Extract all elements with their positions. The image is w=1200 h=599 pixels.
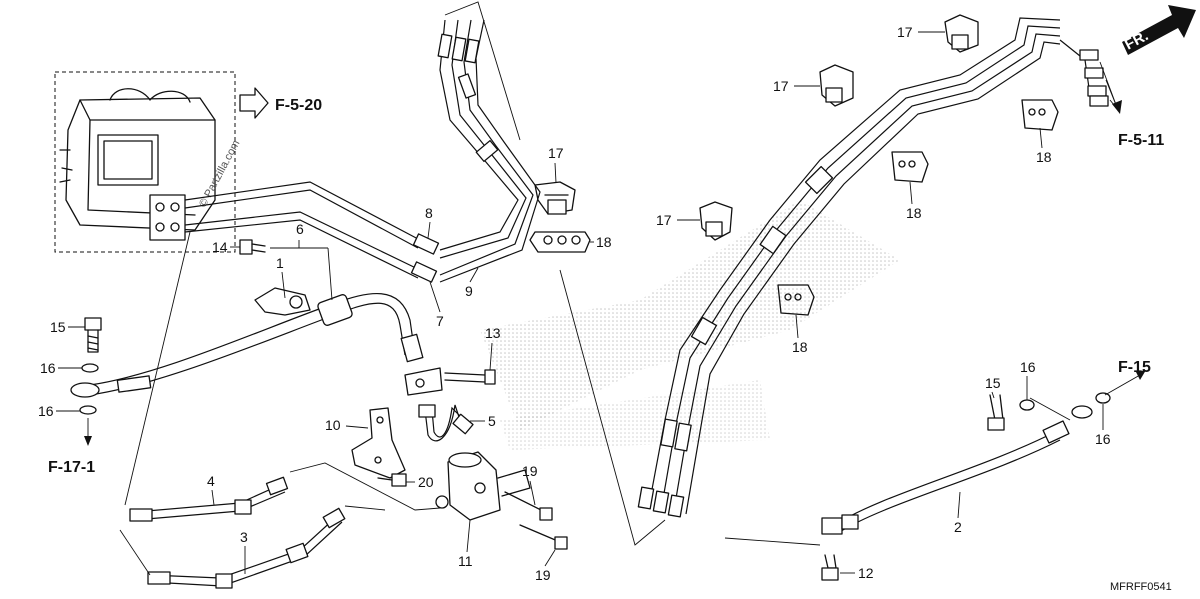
- callout-18: 18: [596, 234, 612, 250]
- arrow-head-f-17-1: [84, 436, 92, 446]
- callout-6: 6: [296, 221, 304, 237]
- callout-9: 9: [465, 283, 473, 299]
- callout-18: 18: [792, 339, 808, 355]
- bolt-12: [821, 554, 839, 581]
- delay-valve-11: [435, 451, 531, 521]
- callout-18: 18: [906, 205, 922, 221]
- upper-brake-pipes: [184, 181, 440, 283]
- callout-17: 17: [548, 145, 564, 161]
- pipe-3: [147, 507, 346, 589]
- washer-16-lower: [79, 405, 97, 415]
- clamp-17-right-a: [944, 14, 979, 53]
- clamp-1: [254, 287, 311, 316]
- pipe-4: [129, 476, 289, 522]
- callout-16: 16: [1095, 431, 1111, 447]
- clamp-18-right-a: [1021, 99, 1059, 131]
- abs-modulator-assembly: [54, 71, 236, 253]
- clamp-18-mid: [529, 231, 591, 253]
- callout-19: 19: [535, 567, 551, 583]
- callout-3: 3: [240, 529, 248, 545]
- watermark-text: © Partzilla.com: [197, 138, 242, 209]
- clamp-18-right-b: [891, 151, 929, 183]
- front-brake-hose: [70, 292, 424, 398]
- callouts: 1 2 3 4 5 6 7 8 9 10 11 12 13 14 15 16 1…: [38, 24, 1111, 583]
- clamp-17-right-c: [699, 201, 733, 241]
- washer-16-right-a: [1019, 399, 1035, 411]
- pipe-5: [418, 404, 474, 442]
- callout-11: 11: [458, 553, 473, 569]
- callout-12: 12: [858, 565, 874, 581]
- bolt-19-upper: [504, 491, 553, 521]
- callout-7: 7: [436, 313, 444, 329]
- joint-bracket-13: [404, 367, 496, 396]
- ref-f-15: F-15: [1118, 359, 1151, 376]
- bolt-19-lower: [519, 524, 568, 550]
- callout-15: 15: [50, 319, 66, 335]
- callout-20: 20: [418, 474, 434, 490]
- callout-1: 1: [276, 255, 284, 271]
- callout-17: 17: [773, 78, 789, 94]
- clamp-17-mid: [534, 181, 576, 215]
- stipple-watermark: [480, 200, 900, 450]
- callout-16: 16: [38, 403, 54, 419]
- leader-rear-hose: [724, 537, 821, 546]
- leader-bundle-top: [444, 1, 521, 141]
- ref-f-5-20: F-5-20: [275, 97, 322, 114]
- callout-15: 15: [985, 375, 1001, 391]
- washer-16-upper: [81, 363, 99, 373]
- ref-arrow-f-5-20: [239, 87, 269, 119]
- callout-5: 5: [488, 413, 496, 429]
- callout-16: 16: [1020, 359, 1036, 375]
- clamp-18-right-c: [777, 284, 815, 316]
- bolt-14: [239, 239, 266, 255]
- callout-13: 13: [485, 325, 501, 341]
- pipe-bundle-rear: [637, 17, 1061, 518]
- clamp-17-right-b: [819, 64, 854, 107]
- callout-17: 17: [656, 212, 672, 228]
- callout-19: 19: [522, 463, 538, 479]
- rear-brake-hose: [821, 405, 1093, 535]
- leader-pipe3-bend: [119, 529, 151, 576]
- ref-f-17-1: F-17-1: [48, 459, 95, 476]
- bolt-20: [377, 473, 407, 487]
- bracket-10: [351, 407, 406, 479]
- callout-2: 2: [954, 519, 962, 535]
- image-code: MFRFF0541: [1110, 581, 1172, 593]
- ref-f-5-11: F-5-11: [1118, 132, 1164, 149]
- callout-16: 16: [40, 360, 56, 376]
- leader-pipe4-valve: [289, 462, 441, 511]
- bolt-15-right: [987, 394, 1005, 431]
- arrow-head-f-15: [1136, 370, 1146, 380]
- leader-f-15: [1029, 374, 1141, 421]
- leader-bundle-bottom: [559, 269, 666, 546]
- leader-abs-pipe4: [124, 231, 191, 506]
- pipe-bundle-upper: [437, 19, 541, 283]
- callout-10: 10: [325, 417, 341, 433]
- bolt-15-left: [84, 317, 102, 353]
- leader-pipe3-valve: [344, 505, 386, 511]
- front-direction-arrow: [1122, 5, 1196, 55]
- washer-16-right-b: [1095, 392, 1111, 404]
- callout-18: 18: [1036, 149, 1052, 165]
- callout-4: 4: [207, 473, 215, 489]
- callout-8: 8: [425, 205, 433, 221]
- rear-pipe-fittings: [1059, 39, 1122, 114]
- callout-14: 14: [212, 239, 228, 255]
- callout-17: 17: [897, 24, 913, 40]
